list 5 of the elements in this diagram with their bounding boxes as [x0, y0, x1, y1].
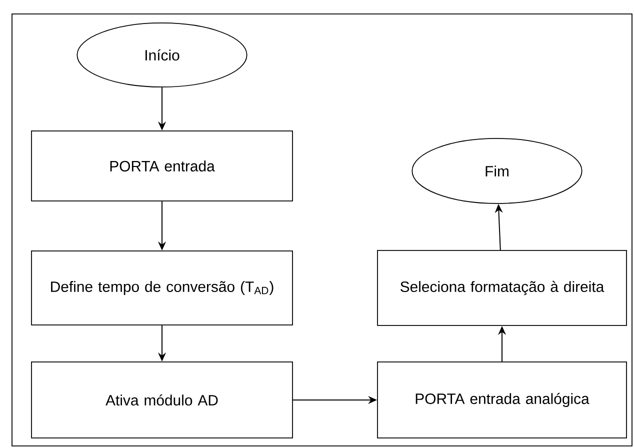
process-box: Define tempo de conversão (T$_{AD}$) [31, 250, 293, 326]
process-box: Ativa módulo AD [31, 362, 293, 438]
process-box: Seleciona formatação à direita [377, 250, 627, 326]
process-box: PORTA entrada [31, 130, 293, 202]
process-box: PORTA entrada analógica [377, 362, 627, 438]
